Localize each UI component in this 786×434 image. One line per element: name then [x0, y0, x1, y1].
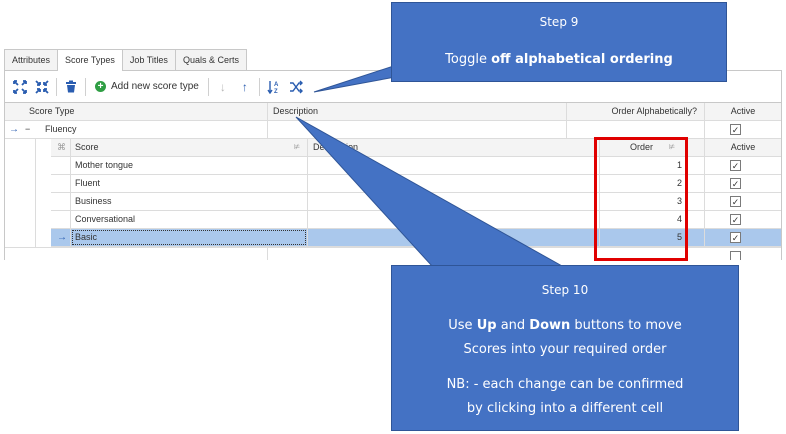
header-order[interactable]: Order	[630, 142, 654, 152]
tab-strip: Attributes Score Types Job Titles Quals …	[4, 49, 247, 71]
toolbar-separator	[56, 77, 57, 96]
expand-all-button[interactable]	[9, 76, 31, 98]
svg-text:A: A	[274, 82, 279, 88]
active-checkbox[interactable]: ✓	[730, 196, 741, 207]
filter-icon: ⊭	[294, 144, 301, 151]
step9-callout: Step 9 Toggle off alphabetical ordering	[391, 2, 727, 82]
move-down-button[interactable]: ↓	[212, 76, 234, 98]
tab-attributes[interactable]: Attributes	[4, 49, 59, 70]
score-cell[interactable]: Business	[75, 196, 112, 206]
header-child-active[interactable]: Active	[730, 142, 756, 152]
toolbar-separator	[207, 77, 209, 96]
toolbar-separator	[258, 77, 260, 96]
add-button-label: Add new score type	[111, 81, 199, 92]
step10-line1: Use Up and Down buttons to move	[448, 318, 682, 333]
step10-line2: Scores into your required order	[463, 342, 667, 357]
parent-header-row: Score Type Description Order Alphabetica…	[5, 103, 781, 121]
tab-quals-certs[interactable]: Quals & Certs	[174, 49, 247, 70]
active-checkbox[interactable]: ✓	[730, 232, 741, 243]
order-cell[interactable]: 1	[676, 160, 682, 170]
order-cell[interactable]: 5	[676, 232, 682, 242]
move-up-button[interactable]: ↑	[234, 76, 256, 98]
order-cell[interactable]: 3	[676, 196, 682, 206]
step10-line3: NB: - each change can be confirmed	[446, 377, 684, 392]
sort-az-icon: AZ	[267, 80, 279, 94]
expand-all-icon	[13, 79, 27, 94]
step10-line4: by clicking into a different cell	[466, 401, 664, 416]
score-cell[interactable]: Fluent	[75, 178, 101, 188]
header-order-alphabetically[interactable]: Order Alphabetically?	[611, 106, 697, 116]
header-child-description[interactable]: Description	[313, 142, 359, 152]
tab-job-titles[interactable]: Job Titles	[121, 49, 176, 70]
toolbar-separator	[85, 77, 86, 96]
header-score-type[interactable]: Score Type	[29, 106, 75, 116]
header-description[interactable]: Description	[273, 106, 319, 116]
add-new-score-type-button[interactable]: + Add new score type	[89, 76, 205, 98]
arrow-up-icon: ↑	[241, 79, 248, 94]
collapse-row-toggle[interactable]: −	[25, 124, 31, 134]
delete-button[interactable]	[60, 76, 82, 98]
active-checkbox[interactable]: ✓	[730, 160, 741, 171]
tree-guide	[35, 139, 36, 247]
order-cell[interactable]: 4	[676, 214, 682, 224]
plus-circle-icon: +	[95, 81, 106, 92]
step9-text: Toggle off alphabetical ordering	[445, 52, 673, 67]
score-cell[interactable]: Mother tongue	[75, 160, 134, 170]
row-indicator-arrow-icon: →	[9, 124, 19, 135]
child-grid-menu-icon[interactable]: ⌘	[57, 142, 66, 152]
score-type-name[interactable]: Fluency	[45, 124, 77, 134]
header-score[interactable]: Score	[75, 142, 99, 152]
shuffle-button[interactable]	[285, 76, 307, 98]
score-cell[interactable]: Conversational	[75, 214, 136, 224]
collapse-all-button[interactable]	[31, 76, 53, 98]
header-active[interactable]: Active	[730, 106, 756, 116]
step9-title: Step 9	[539, 15, 579, 29]
svg-text:Z: Z	[274, 89, 278, 94]
step10-title: Step 10	[541, 283, 589, 297]
order-column-highlight	[594, 137, 688, 261]
active-checkbox[interactable]: ✓	[730, 214, 741, 225]
trash-icon	[66, 80, 76, 93]
filter-icon: ⊭	[669, 144, 676, 151]
collapse-all-icon	[35, 79, 49, 94]
parent-active-checkbox[interactable]: ✓	[730, 124, 741, 135]
row-indicator-arrow-icon: →	[57, 232, 67, 243]
next-active-checkbox[interactable]	[730, 251, 741, 260]
arrow-down-icon: ↓	[219, 79, 226, 94]
active-checkbox[interactable]: ✓	[730, 178, 741, 189]
step10-callout: Step 10 Use Up and Down buttons to move …	[391, 265, 739, 431]
order-cell[interactable]: 2	[676, 178, 682, 188]
tab-score-types[interactable]: Score Types	[57, 49, 123, 71]
shuffle-icon	[289, 80, 303, 93]
score-cell[interactable]: Basic	[71, 229, 307, 246]
